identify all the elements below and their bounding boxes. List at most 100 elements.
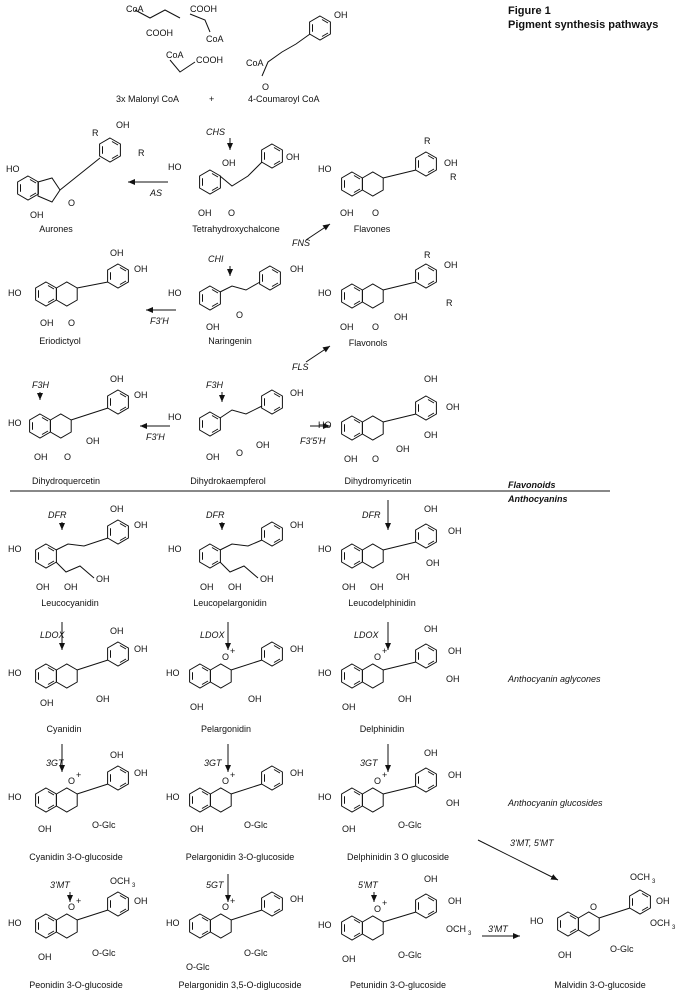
svg-text:OH: OH <box>64 582 78 592</box>
arrow-fns <box>305 223 331 241</box>
label-eriodictyol: Eriodictyol <box>39 336 81 346</box>
svg-text:OH: OH <box>36 582 50 592</box>
svg-text:OH: OH <box>290 264 304 274</box>
svg-text:OH: OH <box>110 504 124 514</box>
svg-text:R: R <box>138 148 145 158</box>
svg-text:CoA: CoA <box>246 58 264 68</box>
leucodelphinidin-structure: HO OH OH OH OH OH OH <box>318 504 462 592</box>
label-pelargonidin: Pelargonidin <box>201 724 251 734</box>
svg-text:OCH: OCH <box>630 872 650 882</box>
svg-text:OH: OH <box>448 646 462 656</box>
enzyme-dfr-2: DFR <box>206 510 225 520</box>
label-petunidin-3g: Petunidin 3-O-glucoside <box>350 980 446 990</box>
svg-text:OH: OH <box>40 318 54 328</box>
svg-text:HO: HO <box>166 918 180 928</box>
svg-text:+: + <box>382 646 387 656</box>
label-peonidin-3g: Peonidin 3-O-glucoside <box>29 980 123 990</box>
label-leucodelphinidin: Leucodelphinidin <box>348 598 416 608</box>
svg-text:R: R <box>424 136 431 146</box>
enzyme-dfr-1: DFR <box>48 510 67 520</box>
svg-text:OH: OH <box>290 894 304 904</box>
enzyme-f3h-mid: F3H <box>206 380 224 390</box>
svg-text:OH: OH <box>110 750 124 760</box>
arrow-3mt-5mt <box>477 839 559 881</box>
svg-text:OH: OH <box>200 582 214 592</box>
svg-text:HO: HO <box>168 412 182 422</box>
cyanidin-structure: HO OH OH OH OH <box>8 626 148 708</box>
svg-text:OH: OH <box>446 674 460 684</box>
svg-text:OH: OH <box>134 644 148 654</box>
svg-text:3: 3 <box>652 879 656 885</box>
svg-text:HO: HO <box>318 420 332 430</box>
enzyme-as: AS <box>149 188 162 198</box>
svg-text:OH: OH <box>342 954 356 964</box>
malonyl-coa-label: 3x Malonyl CoA <box>116 94 179 104</box>
enzyme-3gt-2: 3GT <box>204 758 223 768</box>
svg-text:O: O <box>236 310 243 320</box>
svg-text:O: O <box>68 776 75 786</box>
svg-text:HO: HO <box>318 288 332 298</box>
svg-text:OH: OH <box>38 952 52 962</box>
svg-text:HO: HO <box>8 918 22 928</box>
svg-text:+: + <box>382 770 387 780</box>
svg-text:OH: OH <box>334 10 348 20</box>
naringenin-structure: HO OH O OH <box>168 264 304 332</box>
svg-text:O: O <box>222 776 229 786</box>
svg-text:OCH: OCH <box>110 876 130 886</box>
svg-text:HO: HO <box>8 288 22 298</box>
svg-text:OH: OH <box>134 390 148 400</box>
svg-text:O: O <box>262 82 269 92</box>
svg-text:O: O <box>590 902 597 912</box>
svg-text:OH: OH <box>340 322 354 332</box>
svg-text:R: R <box>92 128 99 138</box>
svg-text:OH: OH <box>116 120 130 130</box>
svg-text:OH: OH <box>96 574 110 584</box>
peonidin-3g-structure: HO OH O-Glc OCH 3 OH O + <box>8 876 148 962</box>
svg-text:R: R <box>446 298 453 308</box>
label-aurones: Aurones <box>39 224 73 234</box>
svg-text:HO: HO <box>6 164 20 174</box>
section-flavonoids: Flavonoids <box>508 480 556 490</box>
svg-text:O: O <box>222 652 229 662</box>
svg-text:O: O <box>372 322 379 332</box>
enzyme-ldox-2: LDOX <box>200 630 226 640</box>
svg-text:OH: OH <box>424 624 438 634</box>
svg-text:OH: OH <box>446 798 460 808</box>
svg-text:OH: OH <box>426 558 440 568</box>
svg-text:OH: OH <box>448 770 462 780</box>
malonyl-coa-structures: CoA COOH COOH CoA CoA COOH <box>126 4 224 73</box>
svg-text:OH: OH <box>424 374 438 384</box>
svg-text:OH: OH <box>190 824 204 834</box>
pelargonidin-structure: HO OH OH OH O + <box>166 641 304 712</box>
svg-text:O: O <box>228 208 235 218</box>
label-tetrahydroxychalcone: Tetrahydroxychalcone <box>192 224 280 234</box>
enzyme-3gt-3: 3GT <box>360 758 379 768</box>
svg-text:+: + <box>230 770 235 780</box>
section-glucosides: Anthocyanin glucosides <box>507 798 603 808</box>
enzyme-chs: CHS <box>206 127 225 137</box>
enzyme-dfr-3: DFR <box>362 510 381 520</box>
svg-text:+: + <box>76 770 81 780</box>
svg-text:OCH: OCH <box>446 924 466 934</box>
svg-text:O-Glc: O-Glc <box>92 820 116 830</box>
svg-text:OH: OH <box>342 702 356 712</box>
label-leucocyanidin: Leucocyanidin <box>41 598 99 608</box>
svg-text:OH: OH <box>290 644 304 654</box>
dihydromyricetin-structure: HO OH O OH OH OH OH <box>318 374 460 464</box>
svg-text:O-Glc: O-Glc <box>610 944 634 954</box>
svg-text:O-Glc: O-Glc <box>398 950 422 960</box>
svg-text:HO: HO <box>318 792 332 802</box>
svg-text:+: + <box>76 896 81 906</box>
svg-text:OH: OH <box>656 896 670 906</box>
svg-text:OH: OH <box>448 526 462 536</box>
svg-text:3: 3 <box>132 883 136 889</box>
delphinidin-3g-structure: HO OH O-Glc OH OH OH O + <box>318 748 462 834</box>
figure-title: Figure 1 <box>508 5 551 17</box>
pelargonidin-35-structure: HO O-Glc O-Glc OH O + <box>166 891 304 972</box>
svg-text:OH: OH <box>370 582 384 592</box>
svg-text:OH: OH <box>448 896 462 906</box>
coumaroyl-coa-label: 4-Coumaroyl CoA <box>248 94 320 104</box>
enzyme-fls: FLS <box>292 362 309 372</box>
enzyme-f35h: F3'5'H <box>300 436 326 446</box>
label-pelargonidin-3g: Pelargonidin 3-O-glucoside <box>186 852 295 862</box>
